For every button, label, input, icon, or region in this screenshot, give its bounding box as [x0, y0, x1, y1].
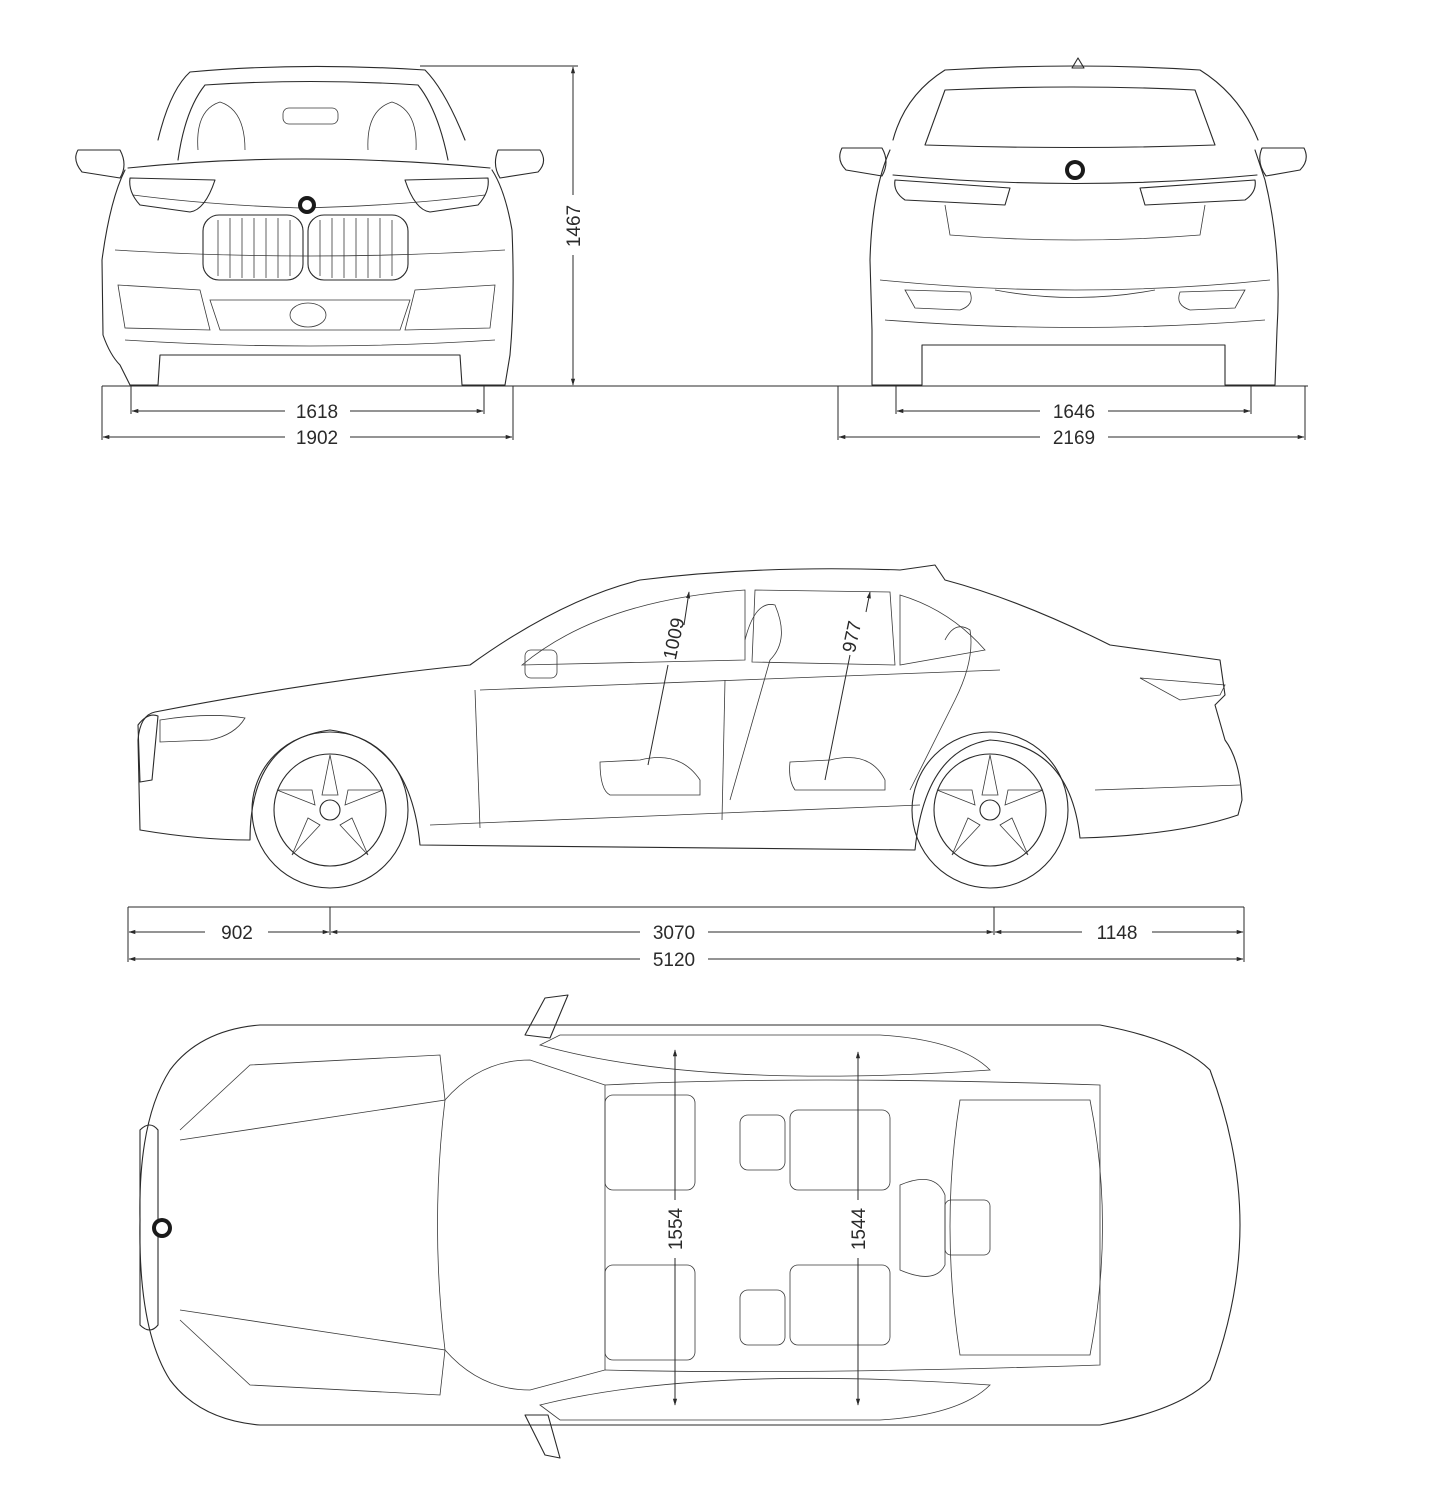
side-view — [137, 564, 1243, 889]
top-view — [139, 994, 1241, 1459]
front-shoulder-label: 1554 — [666, 1207, 687, 1250]
rear-headroom-label: 977 — [839, 619, 866, 654]
rear-track-label: 1646 — [1053, 402, 1095, 423]
front-view — [75, 65, 545, 386]
front-overhang-label: 902 — [221, 923, 253, 944]
front-track-label: 1618 — [296, 402, 338, 423]
body-width-label: 1902 — [296, 428, 338, 449]
rear-view — [839, 57, 1307, 386]
length-label: 5120 — [653, 950, 695, 971]
side-headroom-lines — [647, 591, 871, 781]
rear-dimension-lines — [835, 385, 1308, 440]
front-dimension-lines — [101, 65, 835, 440]
top-shoulder-lines — [672, 1049, 861, 1406]
rear-overhang-label: 1148 — [1097, 923, 1138, 944]
height-label: 1467 — [564, 205, 585, 247]
side-dimension-lines — [127, 906, 1245, 962]
rear-shoulder-label: 1544 — [849, 1207, 870, 1250]
mirror-width-label: 2169 — [1053, 428, 1095, 449]
front-headroom-label: 1009 — [660, 616, 689, 662]
wheelbase-label: 3070 — [653, 923, 695, 944]
